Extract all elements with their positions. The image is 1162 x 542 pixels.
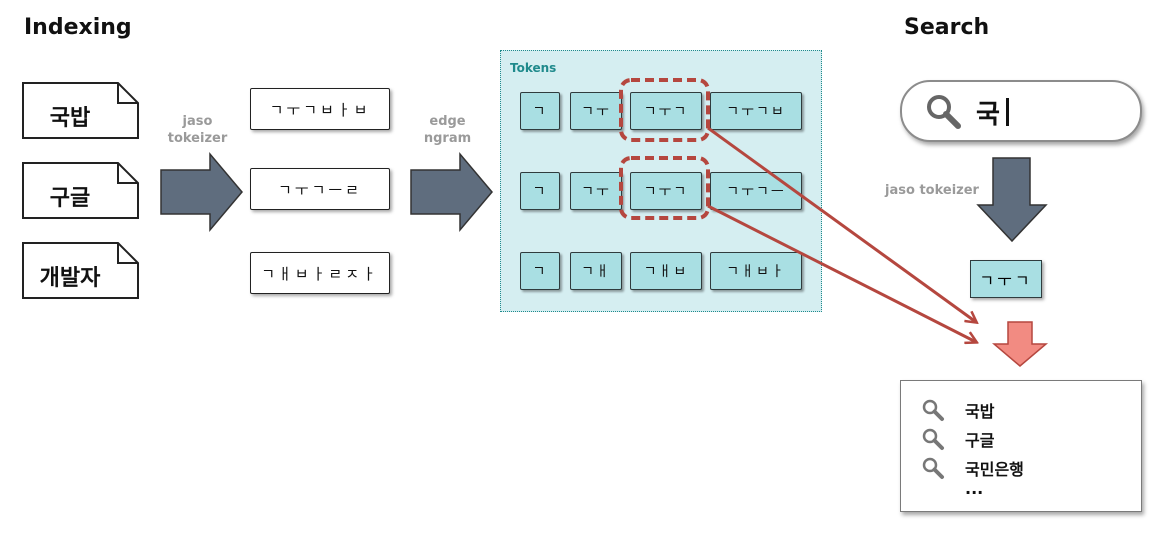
jamo-sequence-2: ㄱㅜㄱㅡㄹ [250,168,390,210]
result-label: 국밥 [965,402,995,421]
search-results: 국밥 구글 국민은행 ... [900,380,1142,512]
search-heading: Search [904,15,990,40]
indexing-heading: Indexing [24,15,132,40]
jaso-tokenizer-label-line-2: tokeizer [167,131,228,146]
search-query: 국 [976,100,1000,130]
search-icon [922,428,944,450]
match-highlight-row-1 [619,78,710,142]
document-title: 개발자 [39,266,101,291]
tokens-title: Tokens [510,61,557,75]
token: ㄱㅜㄱㅡ [710,172,802,210]
result-label: 구글 [965,431,995,450]
result-item-2[interactable]: 구글 [921,427,994,451]
match-arrow-2 [707,204,976,342]
document-1: 국밥 [20,80,142,142]
query-token: ㄱㅜㄱ [970,260,1042,298]
token: ㄱㅐㅂㅏ [710,252,802,290]
token: ㄱㅜ [570,92,622,130]
document-title: 국밥 [49,106,91,131]
search-icon [922,457,944,479]
edge-ngram-label-line-2: ngram [423,131,472,146]
document-icon [22,82,139,139]
search-bar[interactable]: 국 [900,80,1142,142]
jaso-tokenizer-label-line-1: jaso [182,114,213,129]
token: ㄱㅜㄱ [630,172,702,210]
token: ㄱㅜㄱㅂ [710,92,802,130]
token: ㄱㅐ [570,252,622,290]
token: ㄱㅜㄱ [630,92,702,130]
text-cursor [1006,98,1009,126]
edge-ngram-label-line-1: edge [429,114,466,129]
edge-ngram-label: edge ngram [400,113,495,147]
search-icon [927,95,961,129]
more-results: ... [965,479,984,498]
document-icon [22,162,139,219]
search-tokenizer-label: jaso tokeizer [885,183,979,198]
token: ㄱㅜ [570,172,622,210]
document-title: 구글 [49,186,91,211]
match-highlight-row-2 [619,156,710,220]
document-3: 개발자 [20,240,142,302]
result-label: 국민은행 [965,460,1024,479]
jaso-tokenizer-label: jaso tokeizer [150,113,245,147]
token: ㄱ [520,92,560,130]
edge-ngram-arrow [410,151,493,233]
result-item-1[interactable]: 국밥 [921,398,994,422]
jamo-sequence-1: ㄱㅜㄱㅂㅏㅂ [250,88,390,130]
result-item-3[interactable]: 국민은행 [921,456,1024,480]
search-tokenizer-arrow [976,157,1048,243]
jamo-sequence-3: ㄱㅐㅂㅏㄹㅈㅏ [250,252,390,294]
token: ㄱ [520,252,560,290]
document-icon [22,242,139,299]
result-arrow [992,321,1049,367]
document-2: 구글 [20,160,142,222]
token: ㄱㅐㅂ [630,252,702,290]
token: ㄱ [520,172,560,210]
match-arrow-1 [707,126,976,322]
jaso-tokenizer-arrow [160,151,243,233]
search-icon [922,399,944,421]
